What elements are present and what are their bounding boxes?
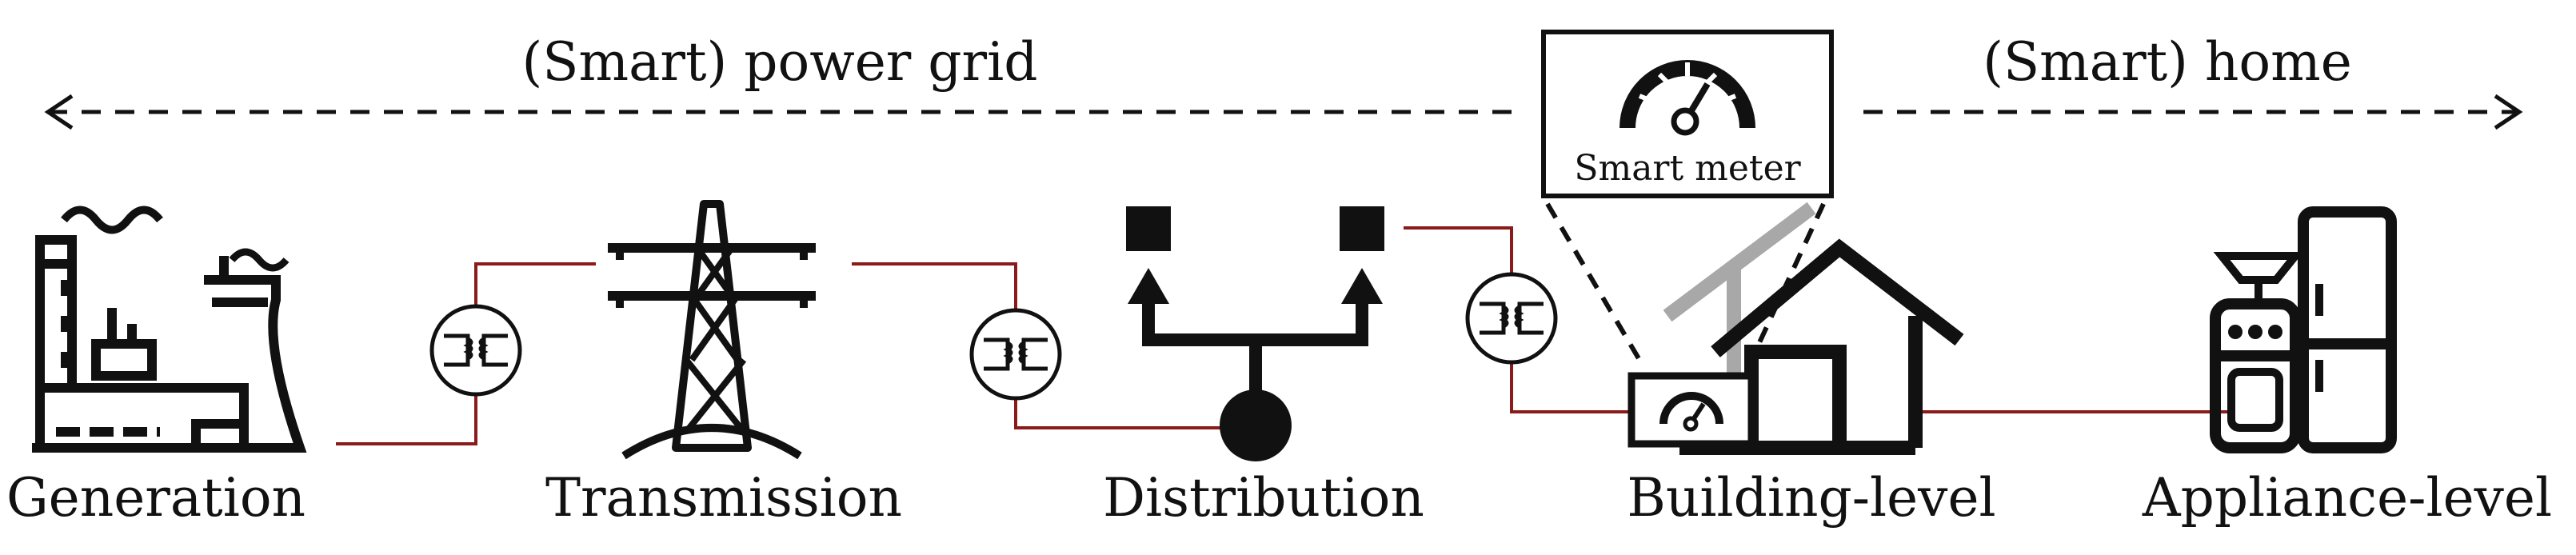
transformer-icon	[1465, 272, 1558, 365]
stage-label-building: Building-level	[1627, 467, 1995, 529]
connector-lines	[336, 226, 2231, 445]
transformer-icon	[429, 304, 522, 397]
power-plant-icon	[32, 206, 307, 453]
grid-scope-arrow	[44, 94, 1512, 130]
transmission-tower-icon	[608, 200, 816, 460]
smart-meter-label: Smart meter	[1574, 148, 1801, 189]
stage-label-appliance: Appliance-level	[2142, 467, 2552, 529]
grid-scope-label: (Smart) power grid	[522, 31, 1038, 93]
stage-label-transmission: Transmission	[545, 467, 902, 529]
fridge-icon	[2298, 206, 2397, 453]
stage-label-distribution: Distribution	[1103, 467, 1424, 529]
home-scope-arrow	[1863, 94, 2523, 130]
transformer-icon	[969, 308, 1062, 401]
meter-icon	[1627, 372, 1755, 448]
home-scope-label: (Smart) home	[1983, 31, 2352, 93]
gauge-icon	[1619, 60, 1755, 136]
stage-label-generation: Generation	[6, 467, 306, 529]
smart-meter-callout: Smart meter	[1541, 30, 1834, 198]
distribution-splitter-icon	[1126, 206, 1384, 461]
callout-pointer-lines	[1545, 202, 1826, 361]
stove-icon	[2210, 252, 2304, 453]
